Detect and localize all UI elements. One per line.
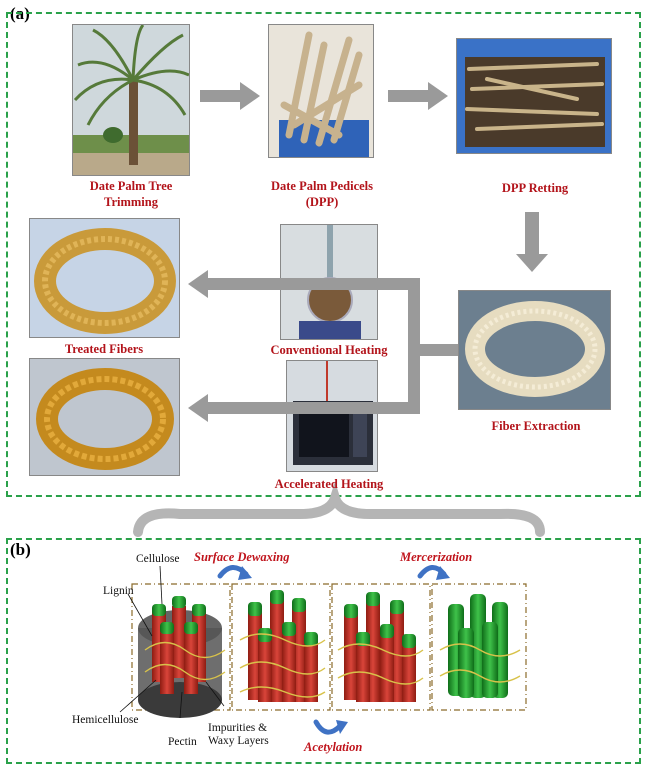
connector-v: [408, 278, 420, 412]
connector-h: [420, 344, 458, 356]
leader-pectin: [179, 691, 183, 719]
arrow-2-head: [428, 82, 448, 110]
label-cellulose: Cellulose: [136, 553, 180, 565]
arrow-1: [200, 90, 240, 102]
panel-b: [6, 538, 641, 764]
stage-box-2: [231, 583, 331, 711]
palm-tree-photo: [72, 24, 190, 176]
panel-b-label: (b): [10, 540, 31, 559]
acetylated-fiber-structure: [337, 592, 424, 702]
process-mercerization: Mercerization: [400, 550, 473, 564]
arrow-3-head: [516, 254, 548, 272]
arrow-1-head: [240, 82, 260, 110]
process-acetylation: Acetylation: [304, 740, 363, 754]
label-pectin: Pectin: [168, 736, 197, 748]
caption-pedicels: Date Palm Pedicels(DPP): [270, 179, 374, 209]
leader-hemicellulose: [119, 679, 157, 713]
acetylation-arrow: [313, 719, 343, 735]
arrow-acc-line: [208, 402, 420, 414]
leader-lignin: [127, 593, 153, 637]
panel-a: [6, 12, 641, 497]
caption-accelerated: Accelerated Heating: [274, 477, 384, 491]
retting-photo: [456, 38, 612, 154]
raw-fiber-structure: [138, 596, 226, 718]
arrow-2: [388, 90, 428, 102]
caption-treated: Treated Fibers: [64, 342, 144, 356]
leader-cellulose: [159, 565, 163, 605]
leader-impurities: [205, 681, 225, 707]
stage-box-3: [331, 583, 431, 711]
arrow-conv-line: [208, 278, 420, 290]
treated-fibers-photo: [29, 218, 180, 338]
dewaxed-fiber-structure: [239, 590, 326, 702]
caption-conventional: Conventional Heating: [270, 343, 388, 357]
label-impurities: Impurities & Waxy Layers: [208, 722, 269, 747]
curly-brace: [133, 481, 545, 537]
mercerized-fiber-structure: [439, 594, 521, 698]
treated-fibers-photo-2: [29, 358, 180, 476]
fiber-extraction-photo: [458, 290, 611, 410]
process-dewaxing: Surface Dewaxing: [194, 550, 290, 564]
label-lignin: Lignin: [103, 585, 134, 597]
arrow-acc-head: [188, 394, 208, 422]
arrow-3: [525, 212, 539, 254]
stage-box-4: [431, 583, 527, 711]
caption-retting: DPP Retting: [501, 181, 569, 195]
caption-extraction: Fiber Extraction: [491, 419, 581, 433]
pedicels-photo: [268, 24, 374, 158]
arrow-conv-head: [188, 270, 208, 298]
label-hemicellulose: Hemicellulose: [72, 714, 139, 726]
